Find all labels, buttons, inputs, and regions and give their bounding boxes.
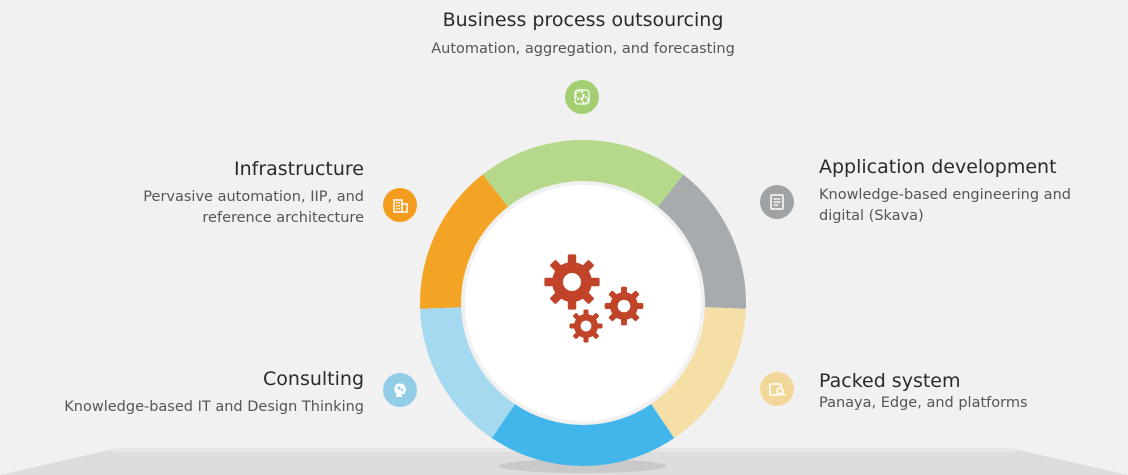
app-label: Application development Knowledge-based … bbox=[819, 155, 1128, 227]
ring-segment-infra bbox=[420, 174, 508, 309]
small-gear-icon bbox=[569, 309, 603, 343]
ring-center bbox=[465, 185, 701, 421]
medium-gear-icon bbox=[604, 286, 644, 326]
app-desc-line2: digital (Skava) bbox=[819, 208, 924, 224]
app-desc-line1: Knowledge-based engineering and bbox=[819, 187, 1071, 203]
consult-title: Consulting bbox=[263, 368, 364, 390]
infra-desc-line1: Pervasive automation, IIP, and bbox=[143, 189, 364, 205]
consult-label: Consulting Knowledge-based IT and Design… bbox=[0, 367, 364, 418]
head-gears-icon bbox=[383, 373, 417, 407]
packed-title: Packed system bbox=[819, 370, 961, 392]
large-gear-icon bbox=[544, 254, 600, 310]
ring-segment-consult bbox=[420, 307, 515, 439]
ring-segment-bottom bbox=[491, 404, 675, 467]
building-icon bbox=[383, 188, 417, 222]
folder-search-icon bbox=[760, 372, 794, 406]
ring-segment-bpo bbox=[482, 140, 684, 207]
packed-desc: Panaya, Edge, and platforms bbox=[819, 395, 1028, 411]
ring-segment-packed bbox=[651, 307, 746, 439]
packed-label: Packed system Panaya, Edge, and platform… bbox=[819, 369, 1128, 414]
bpo-desc: Automation, aggregation, and forecasting bbox=[431, 41, 735, 57]
monitor-code-icon bbox=[760, 185, 794, 219]
consult-desc: Knowledge-based IT and Design Thinking bbox=[64, 399, 364, 415]
infra-label: Infrastructure Pervasive automation, IIP… bbox=[0, 157, 364, 229]
infra-title: Infrastructure bbox=[233, 158, 364, 180]
infra-desc-line2: reference architecture bbox=[202, 210, 364, 226]
app-title: Application development bbox=[819, 156, 1057, 178]
ring-segment-app bbox=[658, 174, 746, 309]
bpo-label: Business process outsourcing Automation,… bbox=[383, 8, 783, 60]
bpo-title: Business process outsourcing bbox=[442, 9, 724, 31]
gears-icon bbox=[565, 80, 599, 114]
